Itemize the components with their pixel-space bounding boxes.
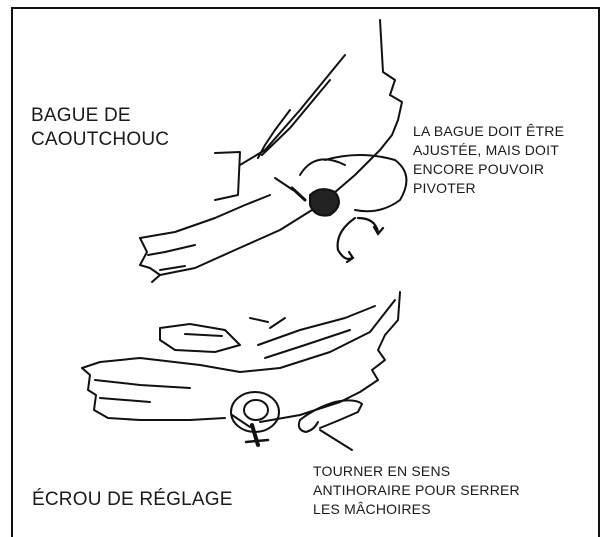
rubber-ring-label-line: BAGUE DE — [31, 104, 221, 128]
rubber-ring-label: BAGUE DE CAOUTCHOUC — [31, 104, 221, 152]
ring-fit-note-line: PIVOTER — [413, 179, 593, 198]
turn-instruction-line: LES MÂCHOIRES — [313, 500, 563, 519]
turn-instruction-line: ANTIHORAIRE POUR SERRER — [313, 481, 563, 500]
adjusting-nut-icon — [231, 392, 362, 450]
turn-instruction-line: TOURNER EN SENS — [313, 462, 563, 481]
turn-instruction-note: TOURNER EN SENS ANTIHORAIRE POUR SERRER … — [313, 462, 563, 519]
rotation-arrow-icon — [338, 218, 383, 262]
ring-fit-note-line: ENCORE POUVOIR — [413, 160, 593, 179]
ring-fit-note-line: AJUSTÉE, MAIS DOIT — [413, 141, 593, 160]
ring-fit-note: LA BAGUE DOIT ÊTRE AJUSTÉE, MAIS DOIT EN… — [413, 122, 593, 198]
ring-fit-note-line: LA BAGUE DOIT ÊTRE — [413, 122, 593, 141]
lower-jaw-drawing-icon — [82, 292, 400, 422]
adjusting-nut-label: ÉCROU DE RÉGLAGE — [32, 488, 282, 512]
rubber-ring-label-line: CAOUTCHOUC — [31, 128, 221, 152]
